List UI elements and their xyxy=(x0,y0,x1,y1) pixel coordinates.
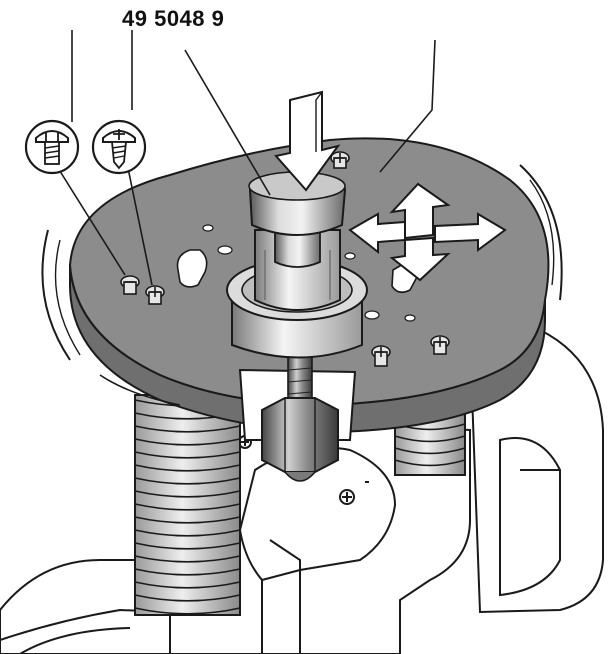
spring-coil xyxy=(134,516,241,524)
spring-coil xyxy=(134,568,241,576)
spring-coil xyxy=(394,459,466,467)
spring-coil xyxy=(134,581,241,589)
spring-coil xyxy=(134,425,241,433)
spring-coil xyxy=(134,464,241,472)
spring-coil xyxy=(134,594,241,602)
centering-mandrel xyxy=(226,170,368,359)
press-arrow-icon xyxy=(274,90,341,192)
spring-coil xyxy=(134,451,241,459)
spring-coil xyxy=(134,555,241,563)
plate-screw xyxy=(371,345,391,367)
spring-coil xyxy=(134,529,241,537)
plate-screw xyxy=(430,335,450,355)
spring-coil xyxy=(134,503,241,511)
callout-leaders xyxy=(57,30,436,286)
phillips-screw-icon xyxy=(91,119,147,175)
move-arrows-icon xyxy=(348,182,507,282)
spring-coil xyxy=(134,477,241,485)
spring-coil xyxy=(134,607,241,615)
plate-screw xyxy=(120,275,140,295)
spring-coil xyxy=(394,447,466,455)
part-number-label: 49 5048 9 xyxy=(122,6,225,31)
plate-screw xyxy=(330,151,350,169)
spring-coil xyxy=(134,438,241,446)
left-spring xyxy=(134,394,241,616)
collet-nut xyxy=(261,397,339,482)
plate-screw xyxy=(145,285,165,305)
slotted-screw-icon xyxy=(24,119,80,175)
spring-coil xyxy=(394,435,466,443)
spring-coil xyxy=(134,490,241,498)
spring-coil xyxy=(134,542,241,550)
casting-screw xyxy=(339,489,355,505)
